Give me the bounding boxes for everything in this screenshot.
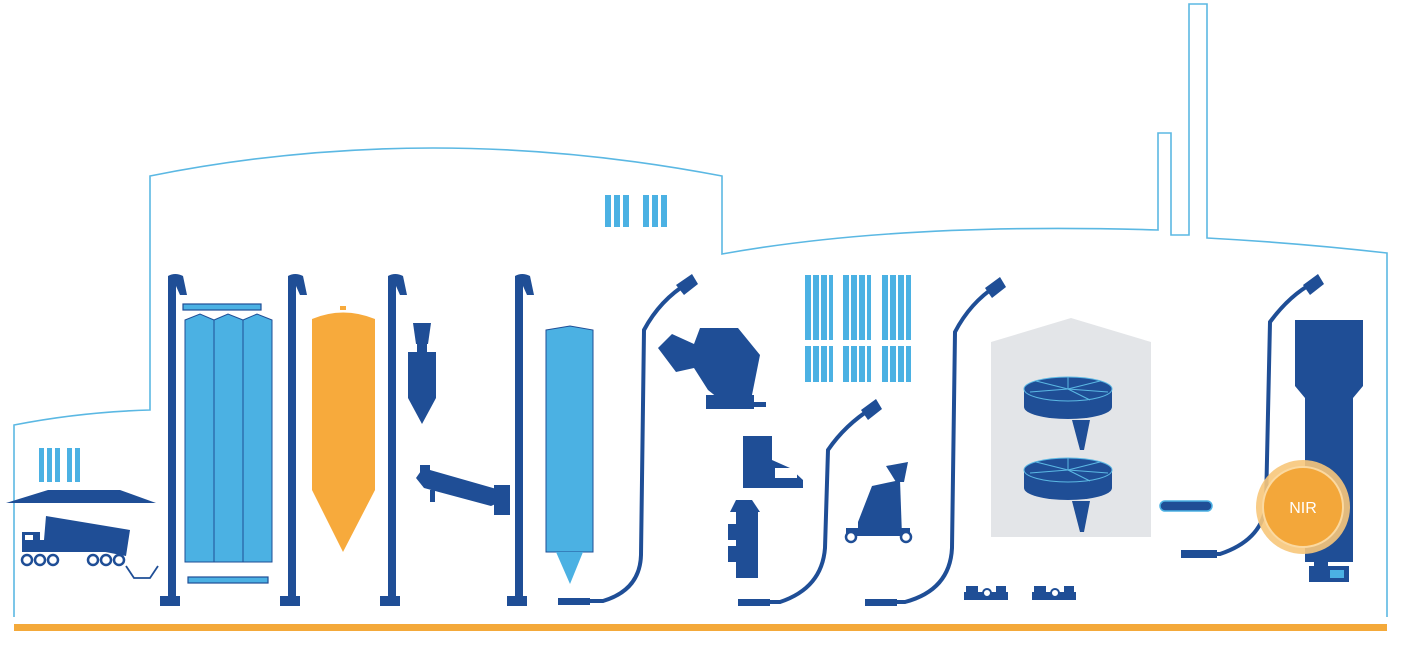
- bagging-machine: [1309, 560, 1349, 582]
- silo-conveyor-top: [182, 303, 262, 311]
- raw-material-silos: [184, 313, 273, 563]
- nir-label: NIR: [1289, 500, 1317, 517]
- bucket-elevator-4: [507, 274, 534, 606]
- bucket-elevator-1: [160, 274, 187, 606]
- silo-discharge-cone: [556, 552, 583, 584]
- silo-conveyor-bottom: [187, 576, 269, 584]
- building-outline: [13, 3, 1388, 617]
- orange-storage-bin: [312, 312, 375, 552]
- inclined-conveyor-1: [558, 274, 698, 605]
- nir-indicator[interactable]: NIR: [1256, 460, 1350, 554]
- dump-truck-icon: [20, 516, 130, 567]
- dosing-hopper: [408, 323, 436, 424]
- rotary-table-upper: [1023, 376, 1113, 450]
- storage-shed: [991, 318, 1151, 537]
- intake-pit: [125, 565, 159, 579]
- pellet-press: [743, 436, 803, 488]
- window-group-left: [39, 448, 80, 482]
- horizontal-tank: [1159, 500, 1213, 512]
- pump-unit-1: [964, 586, 1008, 600]
- rotary-table-lower: [1023, 457, 1113, 532]
- orange-bin-cap: [340, 306, 346, 310]
- cooler-unit: [844, 462, 913, 544]
- hammer-mill: [658, 328, 766, 409]
- window-group-center: [805, 275, 911, 382]
- intake-canopy: [6, 490, 156, 503]
- bucket-elevator-3: [380, 274, 407, 606]
- pump-unit-2: [1032, 586, 1076, 600]
- ground-strip: [14, 624, 1387, 631]
- inclined-conveyor-2: [738, 399, 882, 606]
- finished-product-silo: [545, 325, 594, 553]
- screw-mixer: [416, 465, 510, 515]
- window-group-top: [605, 195, 667, 227]
- bucket-elevator-2: [280, 274, 307, 606]
- inclined-conveyor-3: [865, 277, 1006, 606]
- elevator-hopper: [728, 500, 760, 578]
